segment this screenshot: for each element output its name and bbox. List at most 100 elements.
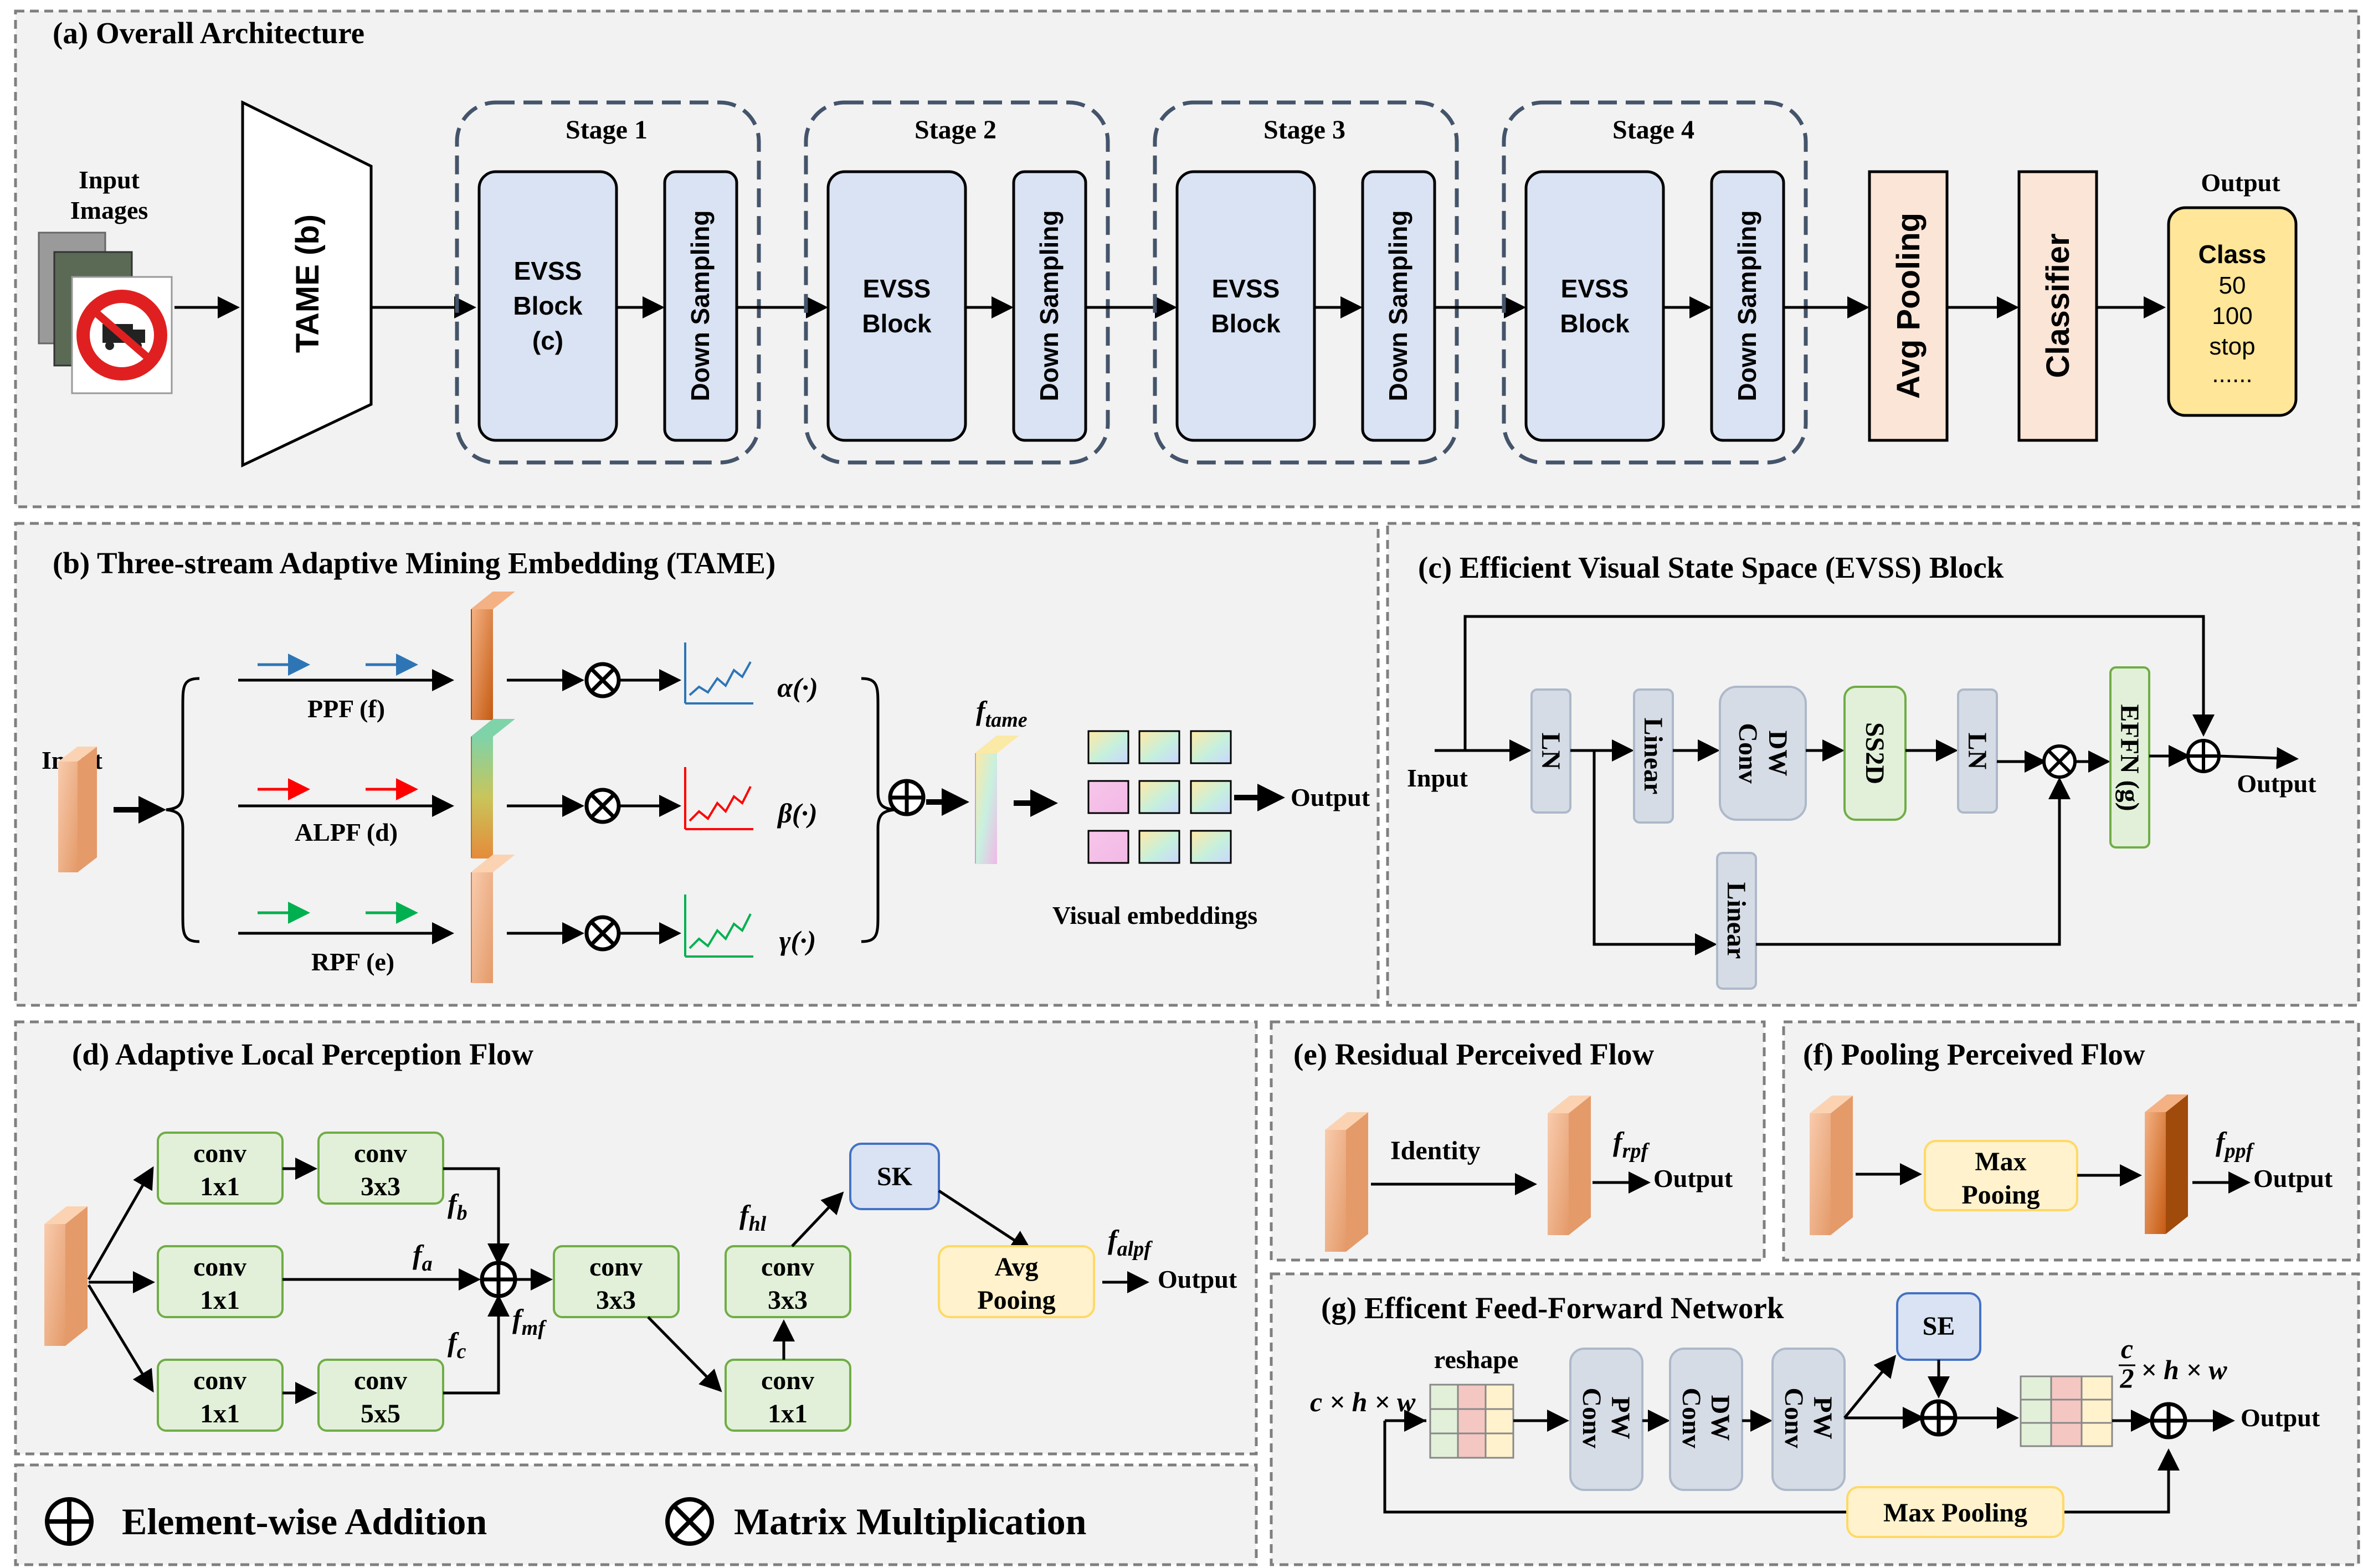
stage-2: Stage 2 EVSS Block Down Sampling — [804, 100, 1110, 465]
max-pooing-l1: Max — [1975, 1147, 2026, 1176]
matmul-icon-evss — [2042, 744, 2077, 779]
output-grid — [2020, 1375, 2113, 1447]
ftame-feature-map — [975, 736, 1019, 864]
add-icon-alpf — [480, 1261, 517, 1298]
ppf-stream-label: PPF (f) — [307, 695, 385, 723]
reshape-label: reshape — [1434, 1345, 1519, 1374]
ppf-input-feature — [1810, 1096, 1853, 1235]
rpf-output-feature — [1548, 1096, 1591, 1235]
stage-3: Stage 3 EVSS Block Down Sampling — [1153, 100, 1459, 465]
alpf-stream-label: ALPF (d) — [295, 818, 398, 846]
frac-den: 2 — [2120, 1363, 2134, 1394]
panel-c-title: (c) Efficient Visual State Space (EVSS) … — [1418, 551, 2004, 584]
beta-curve-icon — [684, 767, 753, 830]
frac-num: c — [2121, 1333, 2133, 1364]
stage-1: Stage 1 EVSS Block (c) Down Sampling — [455, 100, 761, 465]
fa-label: fa — [413, 1239, 433, 1276]
stage-4: Stage 4 EVSS Block Down Sampling — [1502, 100, 1808, 465]
panel-g-title: (g) Efficent Feed-Forward Network — [1321, 1291, 1784, 1325]
evss-2-line2: Block — [862, 309, 932, 338]
add-icon-evss — [2186, 739, 2221, 773]
dw-conv-effn-l2: Conv — [1677, 1387, 1706, 1448]
conv3x3-top-l1: conv — [354, 1139, 407, 1168]
alpha-curve-icon — [684, 642, 753, 705]
overall-output-label: Output — [2201, 168, 2280, 197]
linear-1 — [1633, 688, 1674, 824]
panel-tame: (b) Three-stream Adaptive Mining Embeddi… — [14, 522, 1380, 1007]
add-icon-effn-1 — [1920, 1399, 1958, 1437]
panel-alpf: (d) Adaptive Local Perception Flow conv … — [14, 1020, 1258, 1456]
conv5x5-bottom — [317, 1359, 444, 1432]
ln-2-label: LN — [1963, 733, 1992, 770]
matrix-multiplication-icon — [665, 1497, 714, 1546]
conv1x1-bottom — [157, 1359, 284, 1432]
effn-label: EFFN (g) — [2115, 704, 2144, 811]
pw-conv-1-l1: PW — [1606, 1396, 1635, 1439]
tame-input-feature — [58, 747, 97, 872]
visual-embeddings-label: Visual embeddings — [1052, 901, 1257, 929]
class-header: Class — [2198, 240, 2267, 269]
panel-evss: (c) Efficient Visual State Space (EVSS) … — [1386, 522, 2360, 1007]
reshape-grid — [1429, 1384, 1514, 1459]
evss-1-line1: EVSS — [514, 256, 582, 285]
max-pooing-l2: Pooing — [1961, 1180, 2040, 1210]
dw-conv-label-2: Conv — [1733, 723, 1763, 783]
fc-label: fc — [448, 1327, 466, 1363]
avg-pooling-label: Avg Pooling — [1891, 213, 1927, 399]
evss-4-line2: Block — [1560, 309, 1630, 338]
effn-output-label: Output — [2241, 1404, 2320, 1432]
rpf-input-feature — [1325, 1112, 1368, 1252]
ln-2 — [1957, 688, 1998, 814]
add-icon-tame — [888, 779, 926, 816]
tame-output-label: Output — [1291, 783, 1370, 811]
down-sampling-3-label: Down Sampling — [1384, 210, 1412, 402]
conv1x1-right-l1: conv — [761, 1366, 814, 1395]
panel-rpf: (e) Residual Perceived Flow Identity frp… — [1270, 1020, 1766, 1262]
identity-label: Identity — [1390, 1136, 1481, 1165]
class-item-1: 50 — [2219, 272, 2246, 299]
alpf-output-label: Output — [1158, 1265, 1237, 1293]
output-classes-box — [2167, 206, 2298, 417]
matmul-icon-2 — [584, 788, 621, 824]
conv1x1-bot-l1: conv — [193, 1366, 246, 1395]
ppf-feature-map — [471, 592, 515, 720]
conv3x3-top-l2: 3x3 — [361, 1172, 400, 1201]
frpf-label: frpf — [1613, 1126, 1650, 1163]
conv5x5-l2: 5x5 — [361, 1399, 400, 1428]
conv1x1-top-l1: conv — [193, 1139, 246, 1168]
rpf-stream-label: RPF (e) — [311, 948, 394, 976]
beta-func: β(·) — [777, 798, 817, 829]
conv1x1-mid-l1: conv — [193, 1252, 246, 1282]
evss-input-label: Input — [1407, 764, 1468, 792]
fmf-label: fmf — [512, 1303, 547, 1340]
evss-3-line1: EVSS — [1212, 274, 1280, 303]
classifier-label: Classifier — [2040, 233, 2076, 378]
conv3x3-right-l2: 3x3 — [768, 1286, 808, 1315]
ss2d-label: SS2D — [1860, 722, 1889, 784]
conv5x5-l1: conv — [354, 1366, 407, 1395]
conv1x1-mid-l2: 1x1 — [200, 1286, 240, 1315]
ppf-output-label: Output — [2253, 1164, 2333, 1192]
ppf-output-feature — [2145, 1094, 2188, 1234]
down-sampling-4-label: Down Sampling — [1733, 210, 1761, 402]
gamma-curve-icon — [684, 894, 753, 958]
conv1x1-bot-l2: 1x1 — [200, 1399, 240, 1428]
pw-conv-1-l2: Conv — [1577, 1387, 1606, 1448]
rpf-feature-map — [471, 855, 515, 983]
stage-3-label: Stage 3 — [1263, 115, 1345, 145]
sk-block — [849, 1143, 940, 1210]
legend: Element-wise Addition Matrix Multiplicat… — [14, 1463, 1258, 1566]
legend-mul-label: Matrix Multiplication — [734, 1500, 1086, 1543]
evss-1-line3: (c) — [532, 326, 563, 355]
avg-pooling-block — [1868, 170, 1949, 442]
tame-label: TAME (b) — [290, 214, 326, 353]
dw-conv — [1719, 686, 1807, 821]
panel-ppf: (f) Pooling Perceived Flow Max Pooing fp… — [1782, 1020, 2360, 1262]
linear-1-label: Linear — [1638, 718, 1668, 795]
class-item-2: 100 — [2212, 302, 2252, 330]
panel-effn: (g) Efficent Feed-Forward Network c × h … — [1270, 1272, 2360, 1566]
fb-label: fb — [448, 1188, 468, 1225]
panel-d-title: (d) Adaptive Local Perception Flow — [72, 1037, 533, 1071]
element-wise-addition-icon — [45, 1497, 94, 1546]
add-icon-effn-2 — [2150, 1402, 2187, 1440]
